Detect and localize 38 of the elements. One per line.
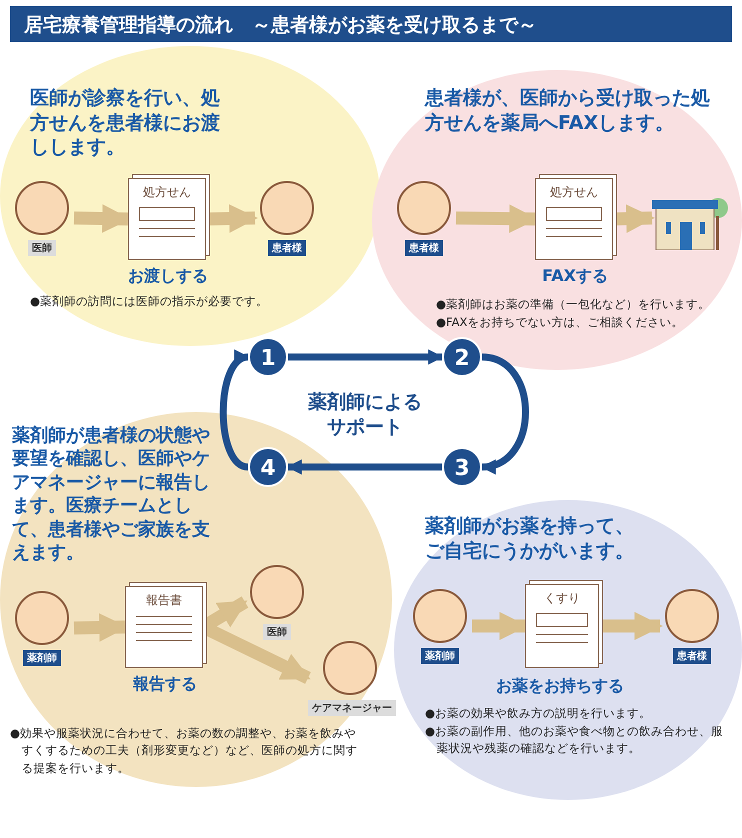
note-text: ●薬剤師はお薬の準備（一包化など）を行います。 [436, 296, 712, 313]
document-title: 処方せん [142, 184, 192, 201]
heading-text: 薬剤師が患者様の状態や要望を確認し、医師やケアマネージャーに報告します。医療チームとして、患者様やご家族を支えます。 [12, 424, 211, 564]
step-number-badge: 2 [442, 337, 482, 377]
arrow [480, 354, 529, 472]
heading-text: 医師が診察を行い、処方せんを患者様にお渡しします。 [30, 86, 220, 160]
name-tag: 患者様 [673, 648, 711, 664]
note-text: ●お薬の効果や飲み方の説明を行います。 [425, 705, 652, 722]
step-caption: FAXする [541, 266, 609, 287]
step-caption: お薬をお持ちする [495, 676, 625, 697]
heading-text: 薬剤師がお薬を持って、ご自宅にうかがいます。 [425, 514, 635, 564]
note-text: ●薬剤師の訪問には医師の指示が必要です。 [30, 293, 270, 310]
note-text: ●FAXをお持ちでない方は、ご相談ください。 [436, 314, 684, 331]
arrow [288, 349, 444, 365]
step-number-badge: 3 [442, 447, 482, 487]
name-tag: 患者様 [405, 240, 443, 256]
name-tag: 医師 [28, 240, 56, 256]
arrow [286, 459, 442, 475]
document-title: くすり [543, 590, 581, 607]
step-caption: お渡しする [127, 266, 209, 287]
arrow [74, 204, 131, 233]
name-tag: ケアマネージャー [308, 700, 396, 716]
name-tag: 医師 [263, 624, 291, 640]
note-text: ●お薬の副作用、他のお薬や食べ物との飲み合わせ、服薬状況や残薬の確認などを行います。 [425, 723, 724, 758]
arrow [74, 613, 128, 642]
arrow [456, 204, 538, 233]
note-text: ●効果や服薬状況に合わせて、お薬の数の調整や、お薬を飲みやすくするための工夫（剤形変更など）など、医師の処方に関する提案を行います。 [10, 725, 358, 776]
title-banner: 居宅療養管理指導の流れ ～患者様がお薬を受け取るまで～ [10, 6, 732, 42]
arrow [472, 612, 528, 640]
document-title: 報告書 [145, 592, 183, 609]
center-label: 薬剤師によるサポート [300, 390, 430, 442]
heading-text: 患者様が、医師から受け取った処方せんを薬局へFAXします。 [425, 86, 711, 136]
name-tag: 薬剤師 [421, 648, 459, 664]
step-caption: 報告する [132, 674, 198, 695]
document-title: 処方せん [549, 184, 599, 201]
name-tag: 薬剤師 [23, 650, 61, 666]
step-number-badge: 1 [248, 337, 288, 377]
name-tag: 患者様 [268, 240, 306, 256]
